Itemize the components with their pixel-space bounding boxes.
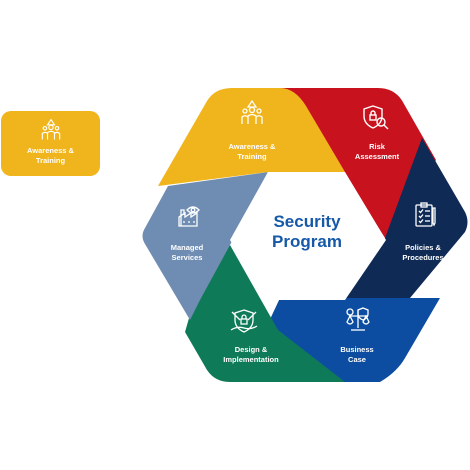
center-hexagon xyxy=(230,172,386,300)
segment-label-policies: Policies & Procedures xyxy=(402,243,444,262)
awareness-training-callout[interactable]: Awareness & Training xyxy=(1,111,100,176)
segment-policies-procedures[interactable] xyxy=(330,138,468,298)
shield-tools-icon xyxy=(230,309,258,333)
segment-label-design: Design & Implementation xyxy=(223,345,279,364)
segment-label-awareness: Awareness & Training xyxy=(228,142,276,161)
segment-managed-services[interactable] xyxy=(142,172,269,320)
segment-label-business: Business Case xyxy=(340,345,374,364)
center-title: Security Program xyxy=(272,212,342,251)
people-group-icon xyxy=(241,99,263,124)
clipboard-checklist-icon xyxy=(415,202,436,227)
segment-awareness-training[interactable] xyxy=(158,88,345,186)
people-group-icon xyxy=(41,118,60,140)
callout-label: Awareness & Training xyxy=(27,146,74,165)
segment-label-risk: Risk Assessment xyxy=(354,142,400,161)
segment-design-implementation[interactable] xyxy=(185,245,345,382)
shield-magnifier-icon xyxy=(363,105,389,130)
factory-eye-icon xyxy=(178,206,200,227)
scales-shield-icon xyxy=(346,307,370,331)
segment-label-managed: Managed Services xyxy=(170,243,204,262)
